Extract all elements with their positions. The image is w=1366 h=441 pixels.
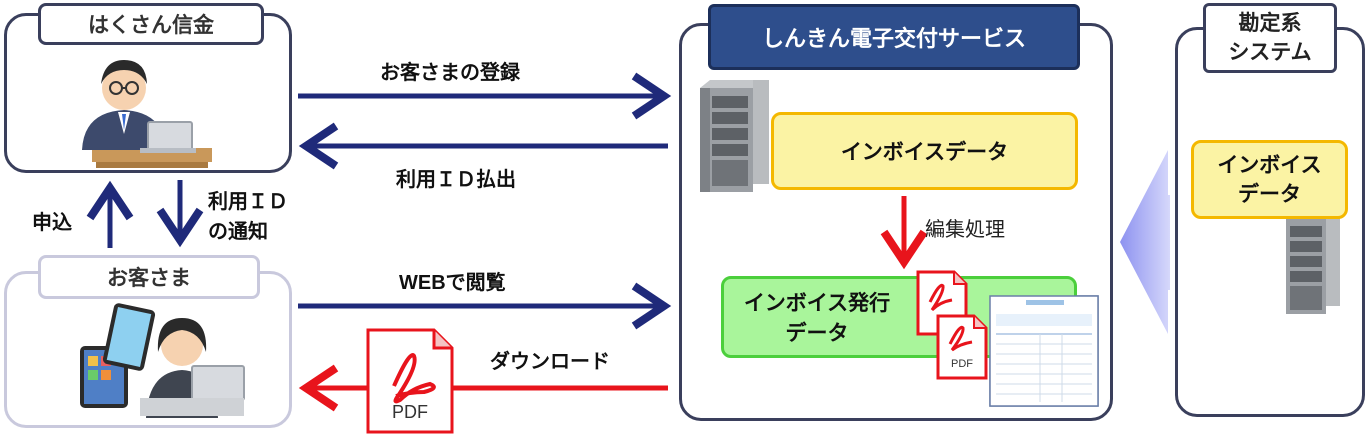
customer-illustration-icon bbox=[80, 303, 245, 418]
customer-title: お客さま bbox=[38, 255, 260, 299]
pdf-document-icon bbox=[366, 328, 454, 434]
bank-title: はくさん信金 bbox=[38, 3, 264, 45]
kanjo-title: 勘定系 システム bbox=[1203, 3, 1337, 73]
transfer-arrow bbox=[1120, 150, 1170, 334]
apply-label: 申込 bbox=[32, 210, 72, 234]
service-server-icon bbox=[700, 80, 769, 192]
service-title: しんきん電子交付サービス bbox=[708, 4, 1080, 70]
pdf-label-large: PDF bbox=[392, 402, 428, 422]
pdf-label-small: PDF bbox=[951, 358, 973, 370]
issue-data-label: インボイス発行 データ bbox=[743, 291, 891, 345]
download-label: ダウンロード bbox=[490, 349, 610, 373]
banker-illustration-icon bbox=[82, 60, 212, 168]
kanjo-invoice-data-box: インボイス データ bbox=[1191, 140, 1348, 219]
edit-label: 編集処理 bbox=[925, 217, 1005, 241]
registration-label: お客さまの登録 bbox=[380, 60, 520, 84]
invoice-data-box: インボイスデータ bbox=[771, 112, 1078, 190]
id-issue-label: 利用ＩＤ払出 bbox=[396, 167, 516, 191]
web-view-label: WEBで閲覧 bbox=[399, 272, 506, 294]
kanjo-server-icon bbox=[1286, 210, 1340, 314]
id-notice-label: 利用ＩＤ の通知 bbox=[208, 189, 288, 243]
